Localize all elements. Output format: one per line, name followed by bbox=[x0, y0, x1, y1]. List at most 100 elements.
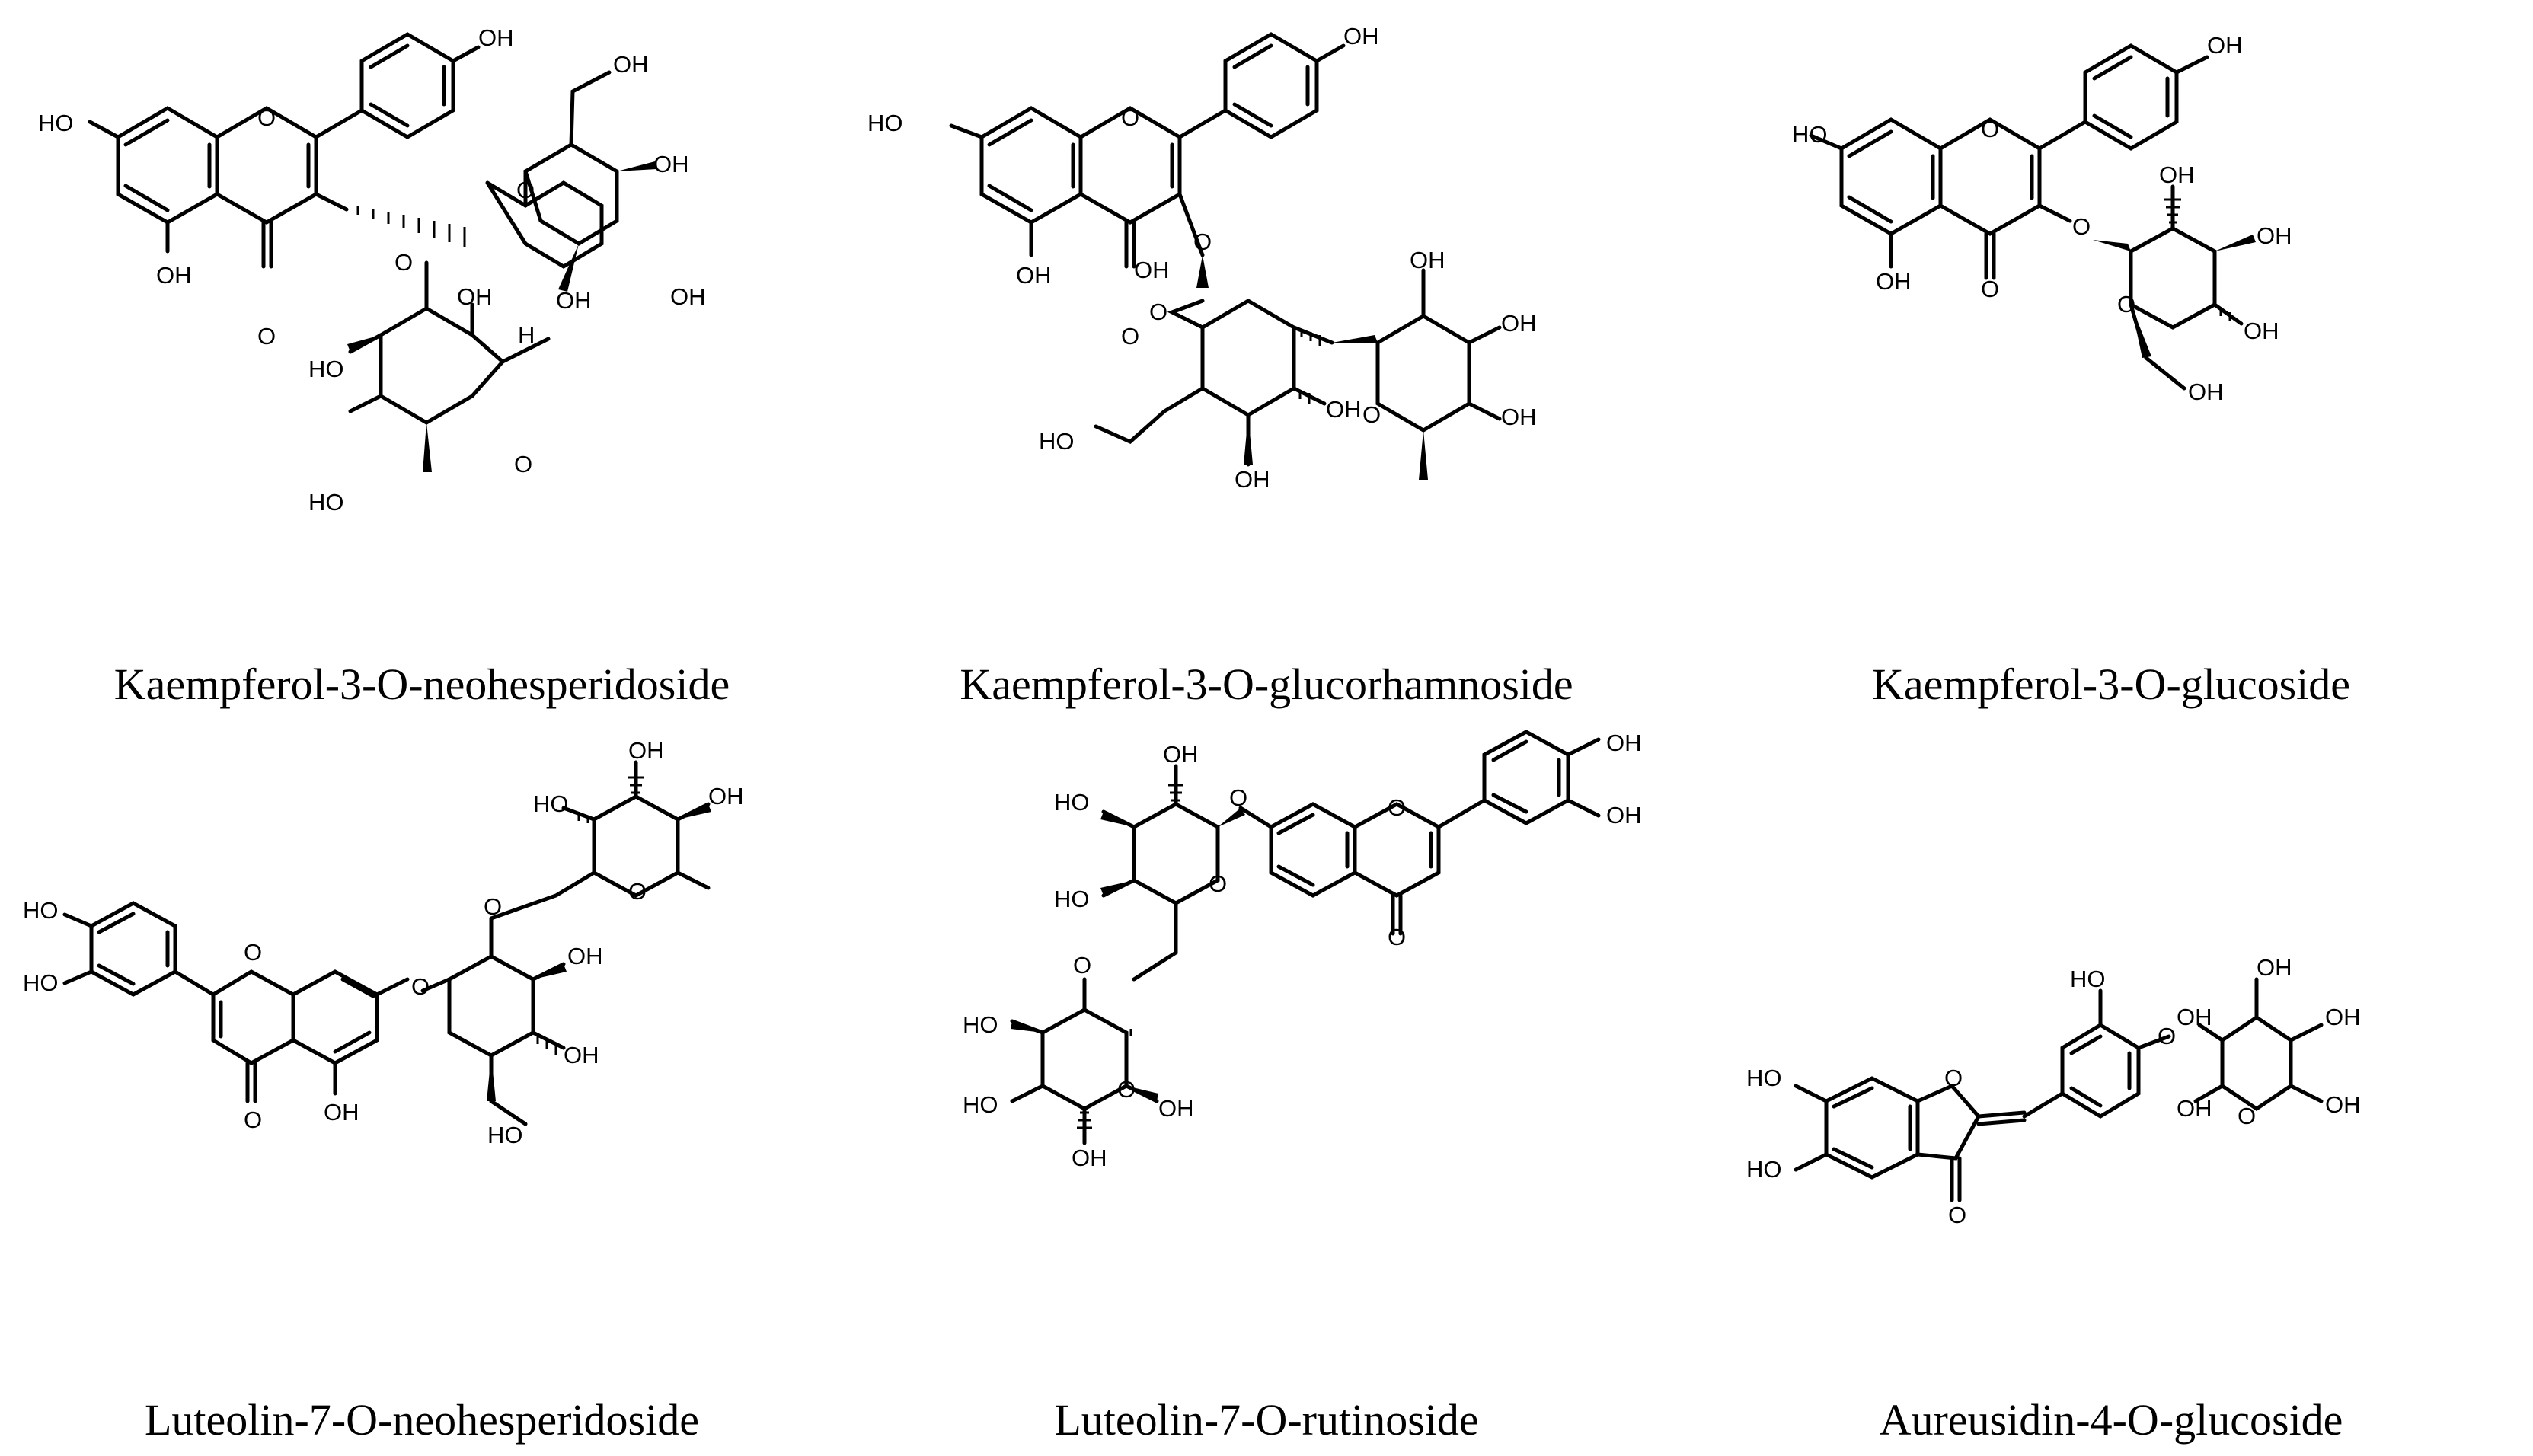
atom-label: HO bbox=[23, 969, 59, 996]
atom-label: OH bbox=[2188, 378, 2224, 405]
compound-name: Kaempferol-3-O-glucorhamnoside bbox=[960, 659, 1573, 709]
compound-luteolin-7-o-neohesperidoside: HO HO OH OH OH OH OH HO HO O O O O O Lut… bbox=[0, 728, 844, 1456]
compound-name: Luteolin-7-O-rutinoside bbox=[1054, 1395, 1479, 1445]
structure-luteolin-7-o-neohesperidoside: HO HO OH OH OH OH OH HO HO O O O O O bbox=[23, 737, 744, 1148]
atom-label: O bbox=[1117, 1076, 1136, 1103]
atom-label: OH bbox=[2325, 1091, 2361, 1118]
atom-label: HO bbox=[1792, 121, 1828, 148]
atom-label: O bbox=[1121, 104, 1139, 131]
atom-label: OH bbox=[1163, 741, 1199, 768]
atom-label: OH bbox=[1606, 730, 1642, 756]
atom-label: HO bbox=[1039, 428, 1075, 455]
atom-label: HO bbox=[1054, 789, 1090, 816]
atom-label: OH bbox=[1016, 262, 1052, 289]
atom-label: HO bbox=[533, 790, 569, 817]
atom-label: O bbox=[1209, 870, 1227, 897]
atom-label: O bbox=[1948, 1202, 1966, 1228]
atom-label: HO bbox=[2070, 966, 2106, 992]
atom-label: O bbox=[394, 249, 413, 276]
atom-label: HO bbox=[963, 1011, 998, 1038]
atom-label: HO bbox=[1054, 886, 1090, 912]
atom-label: OH bbox=[478, 24, 514, 51]
atom-label: OH bbox=[1134, 257, 1170, 283]
compound-luteolin-7-o-rutinoside: OH OH OH HO HO HO HO OH OH O O O O O O L… bbox=[845, 728, 1688, 1456]
atom-label: OH bbox=[2257, 954, 2292, 981]
atom-label: O bbox=[1121, 323, 1139, 350]
atom-label: HO bbox=[308, 356, 344, 382]
atom-label: OH bbox=[156, 262, 192, 289]
atom-label: O bbox=[2158, 1023, 2176, 1049]
atom-label: O bbox=[2238, 1103, 2256, 1129]
atom-label: OH bbox=[1343, 23, 1379, 49]
structure-kaempferol-3-o-neohesperidoside: HO OH OH OH OH OH OH OH HO HO O O O O O … bbox=[38, 24, 706, 516]
atom-label: OH bbox=[708, 783, 744, 809]
atom-label: HO bbox=[867, 110, 903, 136]
atom-label: OH bbox=[1326, 396, 1362, 423]
atom-label: H bbox=[518, 321, 535, 348]
atom-label: O bbox=[1981, 116, 1999, 142]
atom-label: OH bbox=[1876, 268, 1912, 295]
atom-label: OH bbox=[653, 151, 689, 177]
atom-label: HO bbox=[1746, 1065, 1782, 1091]
structure-kaempferol-3-o-glucorhamnoside: HO OH OH OH OH OH OH OH OH HO O O O O O bbox=[867, 23, 1537, 493]
structure-luteolin-7-o-rutinoside: OH OH OH HO HO HO HO OH OH O O O O O O bbox=[963, 730, 1642, 1171]
atom-label: OH bbox=[567, 943, 603, 969]
atom-label: O bbox=[1193, 228, 1212, 255]
atom-label: OH bbox=[1606, 802, 1642, 829]
atom-label: OH bbox=[1501, 404, 1537, 430]
atom-label: O bbox=[1388, 794, 1406, 821]
compound-name: Luteolin-7-O-neohesperidoside bbox=[144, 1395, 699, 1445]
atom-label: OH bbox=[2159, 161, 2195, 188]
atom-label: OH bbox=[1158, 1095, 1194, 1122]
atom-label: O bbox=[2117, 291, 2135, 318]
atom-label: O bbox=[1229, 784, 1247, 811]
atom-label: OH bbox=[2207, 32, 2243, 59]
atom-label: OH bbox=[628, 737, 664, 764]
atom-label: OH bbox=[564, 1042, 599, 1068]
atom-label: O bbox=[516, 177, 535, 203]
compound-name: Kaempferol-3-O-glucoside bbox=[1871, 659, 2351, 709]
atom-label: O bbox=[257, 104, 276, 131]
atom-label: O bbox=[244, 939, 262, 966]
atom-label: OH bbox=[2177, 1004, 2212, 1030]
atom-label: HO bbox=[1746, 1156, 1782, 1183]
atom-label: O bbox=[1388, 924, 1406, 950]
structure-aureusidin-4-o-glucoside: HO HO HO OH OH OH OH OH O O O O bbox=[1746, 954, 2361, 1228]
compound-name: Aureusidin-4-O-glucoside bbox=[1879, 1395, 2343, 1445]
atom-label: O bbox=[1981, 276, 1999, 302]
atom-label: OH bbox=[1501, 310, 1537, 337]
atom-label: HO bbox=[487, 1122, 523, 1148]
atom-label: O bbox=[244, 1106, 262, 1133]
atom-label: O bbox=[514, 451, 532, 477]
atom-label: OH bbox=[1072, 1145, 1107, 1171]
atom-label: HO bbox=[308, 489, 344, 516]
atom-label: O bbox=[2072, 213, 2091, 240]
atom-label: HO bbox=[963, 1091, 998, 1118]
atom-label: OH bbox=[2177, 1095, 2212, 1122]
compound-kaempferol-3-o-glucorhamnoside: HO OH OH OH OH OH OH OH OH HO O O O O O … bbox=[845, 0, 1688, 728]
compound-name: Kaempferol-3-O-neohesperidoside bbox=[113, 659, 730, 709]
atom-label: OH bbox=[2244, 318, 2279, 344]
atom-label: O bbox=[411, 973, 430, 1000]
structure-kaempferol-3-o-glucoside: HO OH OH OH OH OH OH O O O O bbox=[1792, 32, 2292, 405]
atom-label: OH bbox=[556, 287, 592, 314]
atom-label: O bbox=[1073, 952, 1091, 979]
compound-kaempferol-3-o-glucoside: HO OH OH OH OH OH OH O O O O Kaempferol-… bbox=[1689, 0, 2533, 728]
atom-label: O bbox=[1149, 299, 1167, 325]
atom-label: HO bbox=[38, 110, 74, 136]
atom-label: O bbox=[1362, 401, 1381, 428]
atom-label: O bbox=[257, 323, 276, 350]
atom-label: OH bbox=[2325, 1004, 2361, 1030]
atom-label: OH bbox=[1410, 247, 1445, 273]
atom-label: OH bbox=[457, 283, 493, 310]
compound-kaempferol-3-o-neohesperidoside: HO OH OH OH OH OH OH OH HO HO O O O O O … bbox=[0, 0, 844, 728]
atom-label: O bbox=[628, 878, 647, 905]
atom-label: OH bbox=[324, 1099, 359, 1126]
atom-label: HO bbox=[23, 897, 59, 924]
atom-label: OH bbox=[2257, 222, 2292, 249]
atom-label: OH bbox=[1235, 466, 1270, 493]
atom-label: OH bbox=[613, 51, 649, 78]
compound-aureusidin-4-o-glucoside: HO HO HO OH OH OH OH OH O O O O Aureusid… bbox=[1689, 728, 2533, 1456]
atom-label: O bbox=[1944, 1065, 1963, 1091]
atom-label: OH bbox=[670, 283, 706, 310]
